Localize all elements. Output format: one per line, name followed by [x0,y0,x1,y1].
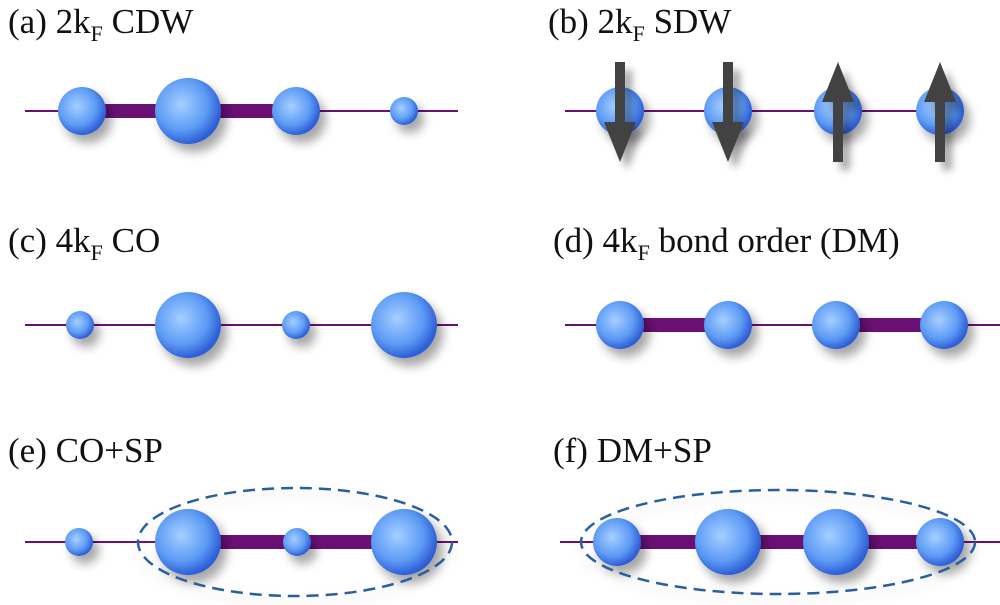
chain-panel-d [565,301,1000,349]
panel-c-label: (c) 4kF CO [8,221,160,265]
panel-d-label: (d) 4kF bond order (DM) [553,221,900,265]
atom-site-medium [916,518,964,566]
atom-site-large [695,509,761,575]
atom-site-large [155,509,221,575]
atom-site-medium [920,301,968,349]
spin-pair-ellipse [136,486,454,598]
chain-panel-b [565,62,964,162]
atom-site-small [390,97,418,125]
panel-a-label: (a) 2kF CDW [8,2,193,46]
atom-site-medium [596,301,644,349]
atom-site-small [65,528,93,556]
spin-down-arrow-icon [604,62,636,162]
panel-f-label: (f) DM+SP [553,431,712,470]
chains-layer [25,62,1000,598]
atom-site-medium [58,87,106,135]
atom-site-small [282,311,310,339]
atom-site-large [155,292,221,358]
atom-site-medium [593,518,641,566]
chain-panel-a [25,78,458,144]
panel-b-label: (b) 2kF SDW [548,2,731,46]
atom-site-small [283,528,311,556]
atom-site-large [155,78,221,144]
chain-panel-f [560,488,1000,596]
spin-pair-ellipse [579,488,977,596]
atom-site-large [371,509,437,575]
atom-site-medium [704,301,752,349]
atom-site-small [66,311,94,339]
spin-up-arrow-icon [822,62,854,162]
panel-e-label: (e) CO+SP [8,431,163,470]
atom-site-large [803,509,869,575]
spin-down-arrow-icon [712,62,744,162]
atom-site-medium [272,87,320,135]
chain-panel-e [25,486,458,598]
chain-panel-c [25,292,458,358]
atom-site-large [371,292,437,358]
atom-site-medium [812,301,860,349]
spin-up-arrow-icon [924,62,956,162]
